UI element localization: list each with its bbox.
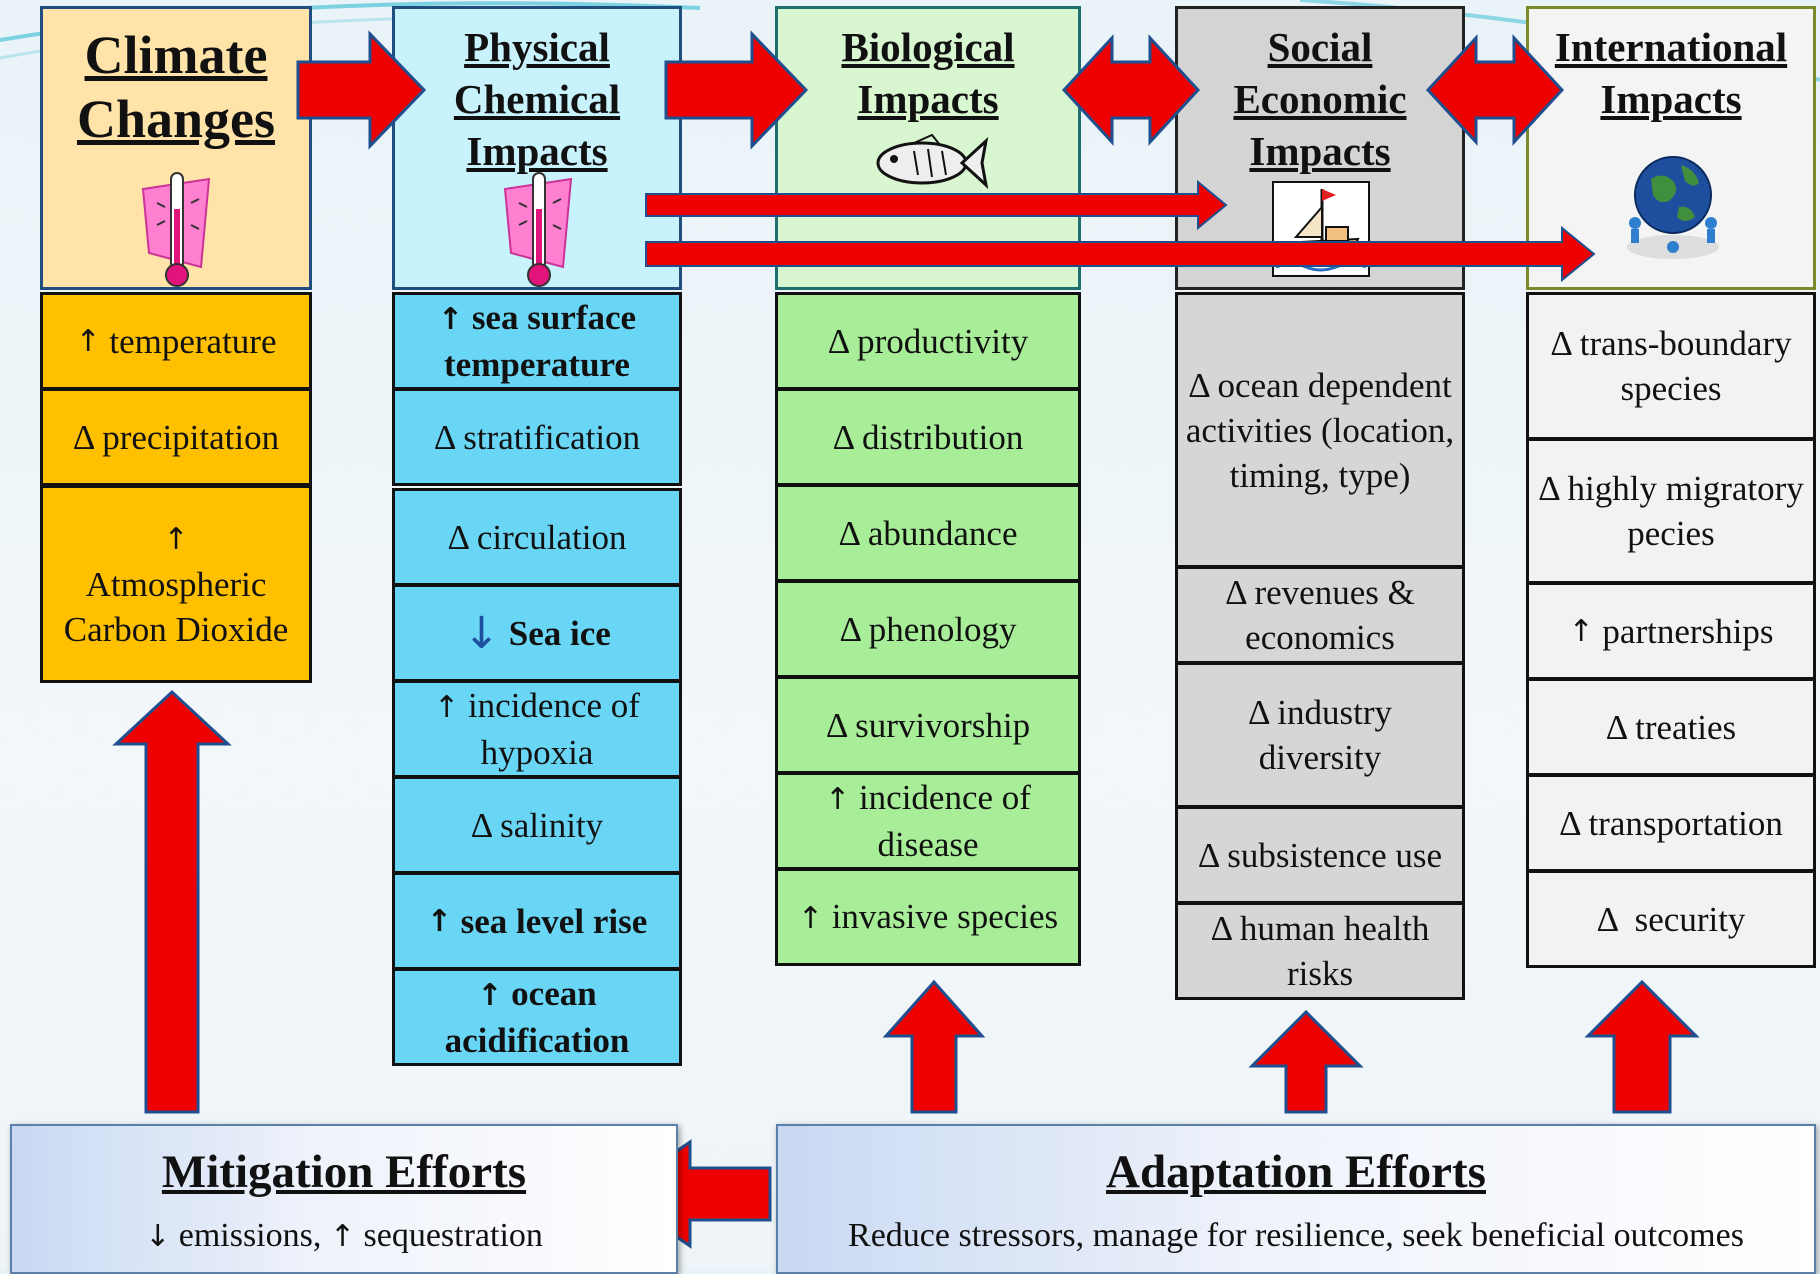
intl-item-treaties: Δ treaties [1526,678,1816,776]
physical-item-sea-ice: ↓ Sea ice [392,584,682,682]
intl-item-partnerships: ↑ partnerships [1526,582,1816,680]
boat-icon [1272,181,1370,277]
climate-changes-header: Climate Changes [40,6,312,290]
social-economic-header: Social Economic Impacts [1175,6,1465,290]
mitigation-text: ↓ emissions, ↑ sequestration [145,1217,543,1254]
bio-item-survivorship: Δ survivorship [775,676,1081,774]
bio-item-phenology: Δ phenology [775,580,1081,678]
bio-item-disease: ↑ incidence of disease [775,772,1081,870]
bio-item-abundance: Δ abundance [775,484,1081,582]
physical-item-sea-level: ↑ sea level rise [392,872,682,970]
physical-item-circulation: Δ circulation [392,488,682,586]
physical-chemical-title: Physical Chemical Impacts [453,24,621,174]
physical-item-acidification: ↑ ocean acidification [392,968,682,1066]
thermometer-icon [503,172,573,287]
social-item-ocean-activities: Δ ocean dependent activities (location, … [1175,292,1465,568]
bio-item-productivity: Δ productivity [775,292,1081,390]
biological-title: Biological Impacts [841,24,1015,122]
arrow-adaptation-intl [1584,979,1700,1114]
arrow-adaptation-social [1248,1009,1364,1114]
international-title: International Impacts [1554,24,1788,122]
climate-changes-title: Climate Changes [76,25,276,149]
intl-item-migratory: Δ highly migratory pecies [1526,438,1816,584]
intl-item-security: Δ security [1526,870,1816,968]
bio-item-invasive: ↑ invasive species [775,868,1081,966]
international-header: International Impacts [1526,6,1816,290]
physical-chemical-header: Physical Chemical Impacts [392,6,682,290]
thermometer-icon [141,172,211,287]
adaptation-title: Adaptation Efforts [1106,1146,1486,1198]
social-item-subsistence: Δ subsistence use [1175,806,1465,904]
social-economic-title: Social Economic Impacts [1233,24,1407,174]
mitigation-efforts-box: Mitigation Efforts ↓ emissions, ↑ seques… [10,1124,678,1274]
physical-item-salinity: Δ salinity [392,776,682,874]
physical-item-hypoxia: ↑ incidence of hypoxia [392,680,682,778]
fish-icon [876,133,989,190]
bio-item-distribution: Δ distribution [775,388,1081,486]
adaptation-efforts-box: Adaptation Efforts Reduce stressors, man… [776,1124,1816,1274]
social-item-revenues: Δ revenues & economics [1175,566,1465,664]
climate-item-co2: ↑ Atmospheric Carbon Dioxide [40,485,312,683]
mitigation-title: Mitigation Efforts [161,1146,527,1198]
climate-item-precipitation: Δ precipitation [40,388,312,486]
physical-item-stratification: Δ stratification [392,388,682,486]
intl-item-transboundary: Δ trans-boundary species [1526,292,1816,440]
adaptation-text: Reduce stressors, manage for resilience,… [848,1217,1744,1254]
climate-item-temperature: ↑ temperature [40,292,312,390]
globe-people-icon [1627,156,1719,259]
biological-header: Biological Impacts [775,6,1081,290]
arrow-mitigation-up [112,689,232,1114]
social-item-health: Δ human health risks [1175,902,1465,1000]
social-item-industry: Δ industry diversity [1175,662,1465,808]
arrow-adaptation-bio [882,979,986,1114]
intl-item-transportation: Δ transportation [1526,774,1816,872]
physical-item-sst: ↑ sea surface temperature [392,292,682,390]
